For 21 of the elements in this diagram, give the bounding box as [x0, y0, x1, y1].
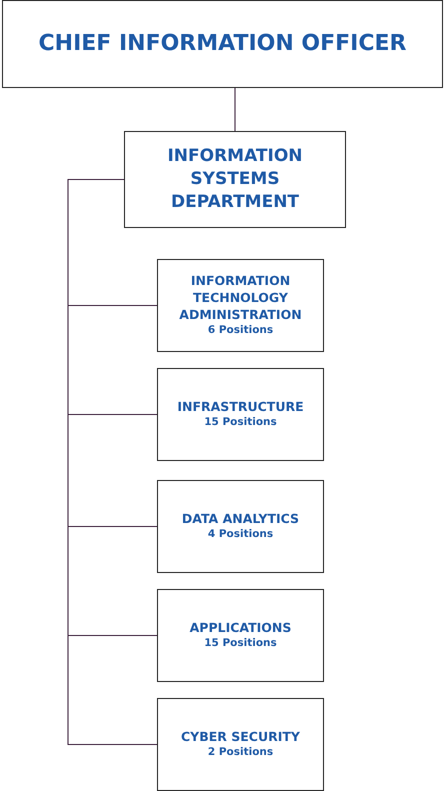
unit-title: INFORMATION TECHNOLOGY ADMINISTRATION: [178, 273, 303, 324]
unit-title: INFRASTRUCTURE: [176, 399, 305, 416]
org-box: [157, 589, 324, 682]
org-box: [124, 131, 346, 228]
position-count: 4 Positions: [208, 528, 274, 542]
unit-title: DATA ANALYTICS: [180, 511, 300, 528]
org-box: [157, 259, 324, 352]
position-count: 2 Positions: [208, 746, 274, 760]
connector-line: [68, 179, 158, 745]
position-count: 15 Positions: [204, 416, 277, 430]
org-box: [157, 698, 324, 791]
org-box: [157, 480, 324, 573]
unit-title: CYBER SECURITY: [180, 729, 301, 746]
unit-title: CHIEF INFORMATION OFFICER: [38, 30, 408, 58]
unit-title: INFORMATION SYSTEMS DEPARTMENT: [166, 145, 304, 214]
connector-line: [234, 88, 236, 132]
org-box: [157, 368, 324, 461]
unit-title: APPLICATIONS: [188, 620, 292, 638]
position-count: 15 Positions: [204, 637, 277, 651]
position-count: 6 Positions: [208, 324, 274, 338]
org-box: [2, 0, 443, 88]
